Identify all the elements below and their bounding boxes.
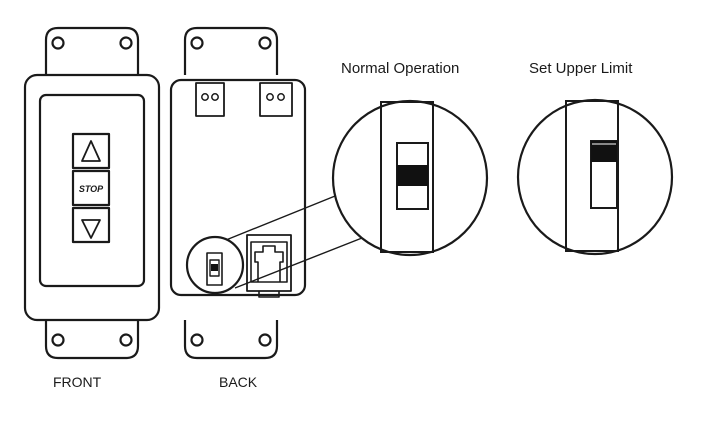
leader-line xyxy=(225,191,346,241)
leader-line xyxy=(234,237,363,289)
down-button xyxy=(71,206,111,244)
up-triangle-icon xyxy=(81,140,101,162)
rj-jack-outer xyxy=(246,234,292,292)
front-screw-hole xyxy=(51,36,65,50)
normal-operation-label: Normal Operation xyxy=(341,60,460,77)
back-screw-hole xyxy=(258,333,272,347)
front-screw-hole xyxy=(51,333,65,347)
front-bottom-ear xyxy=(44,320,140,360)
terminal-pin xyxy=(201,93,209,101)
back-top-ear xyxy=(183,26,279,75)
front-top-ear xyxy=(44,26,140,75)
set-upper-limit-view xyxy=(516,98,674,256)
front-label: FRONT xyxy=(53,374,102,390)
front-screw-hole xyxy=(119,36,133,50)
terminal-pin xyxy=(266,93,274,101)
back-screw-hole xyxy=(258,36,272,50)
small-switch-slider xyxy=(211,264,218,271)
small-switch-body xyxy=(206,252,223,286)
set-upper-limit-circle xyxy=(516,98,674,256)
front-plate xyxy=(23,26,161,360)
back-label: BACK xyxy=(219,374,258,390)
terminal-block xyxy=(195,82,225,117)
front-inner-face xyxy=(38,93,146,288)
terminal-block xyxy=(259,82,293,117)
stop-button-label: STOP xyxy=(79,184,104,194)
back-screw-hole xyxy=(190,36,204,50)
rj-jack-inner xyxy=(250,241,288,283)
front-body xyxy=(23,73,161,322)
front-screw-hole xyxy=(119,333,133,347)
down-triangle-icon xyxy=(81,219,101,239)
set-upper-limit-label: Set Upper Limit xyxy=(529,60,633,77)
normal-switch-slider xyxy=(397,165,428,186)
upper-switch-slider xyxy=(591,141,617,162)
rj-jack-socket xyxy=(254,245,284,282)
terminal-pin xyxy=(277,93,285,101)
back-plate xyxy=(169,26,363,360)
back-body xyxy=(169,78,307,297)
up-button xyxy=(71,132,111,170)
terminal-pin xyxy=(211,93,219,101)
normal-switch-housing xyxy=(380,101,434,253)
back-bottom-ear xyxy=(183,320,279,360)
small-switch-slider-outline xyxy=(209,259,220,277)
switch-highlight-circle xyxy=(185,235,245,295)
rj-jack-tab xyxy=(258,291,280,298)
back-screw-hole xyxy=(190,333,204,347)
stop-button xyxy=(71,169,111,207)
